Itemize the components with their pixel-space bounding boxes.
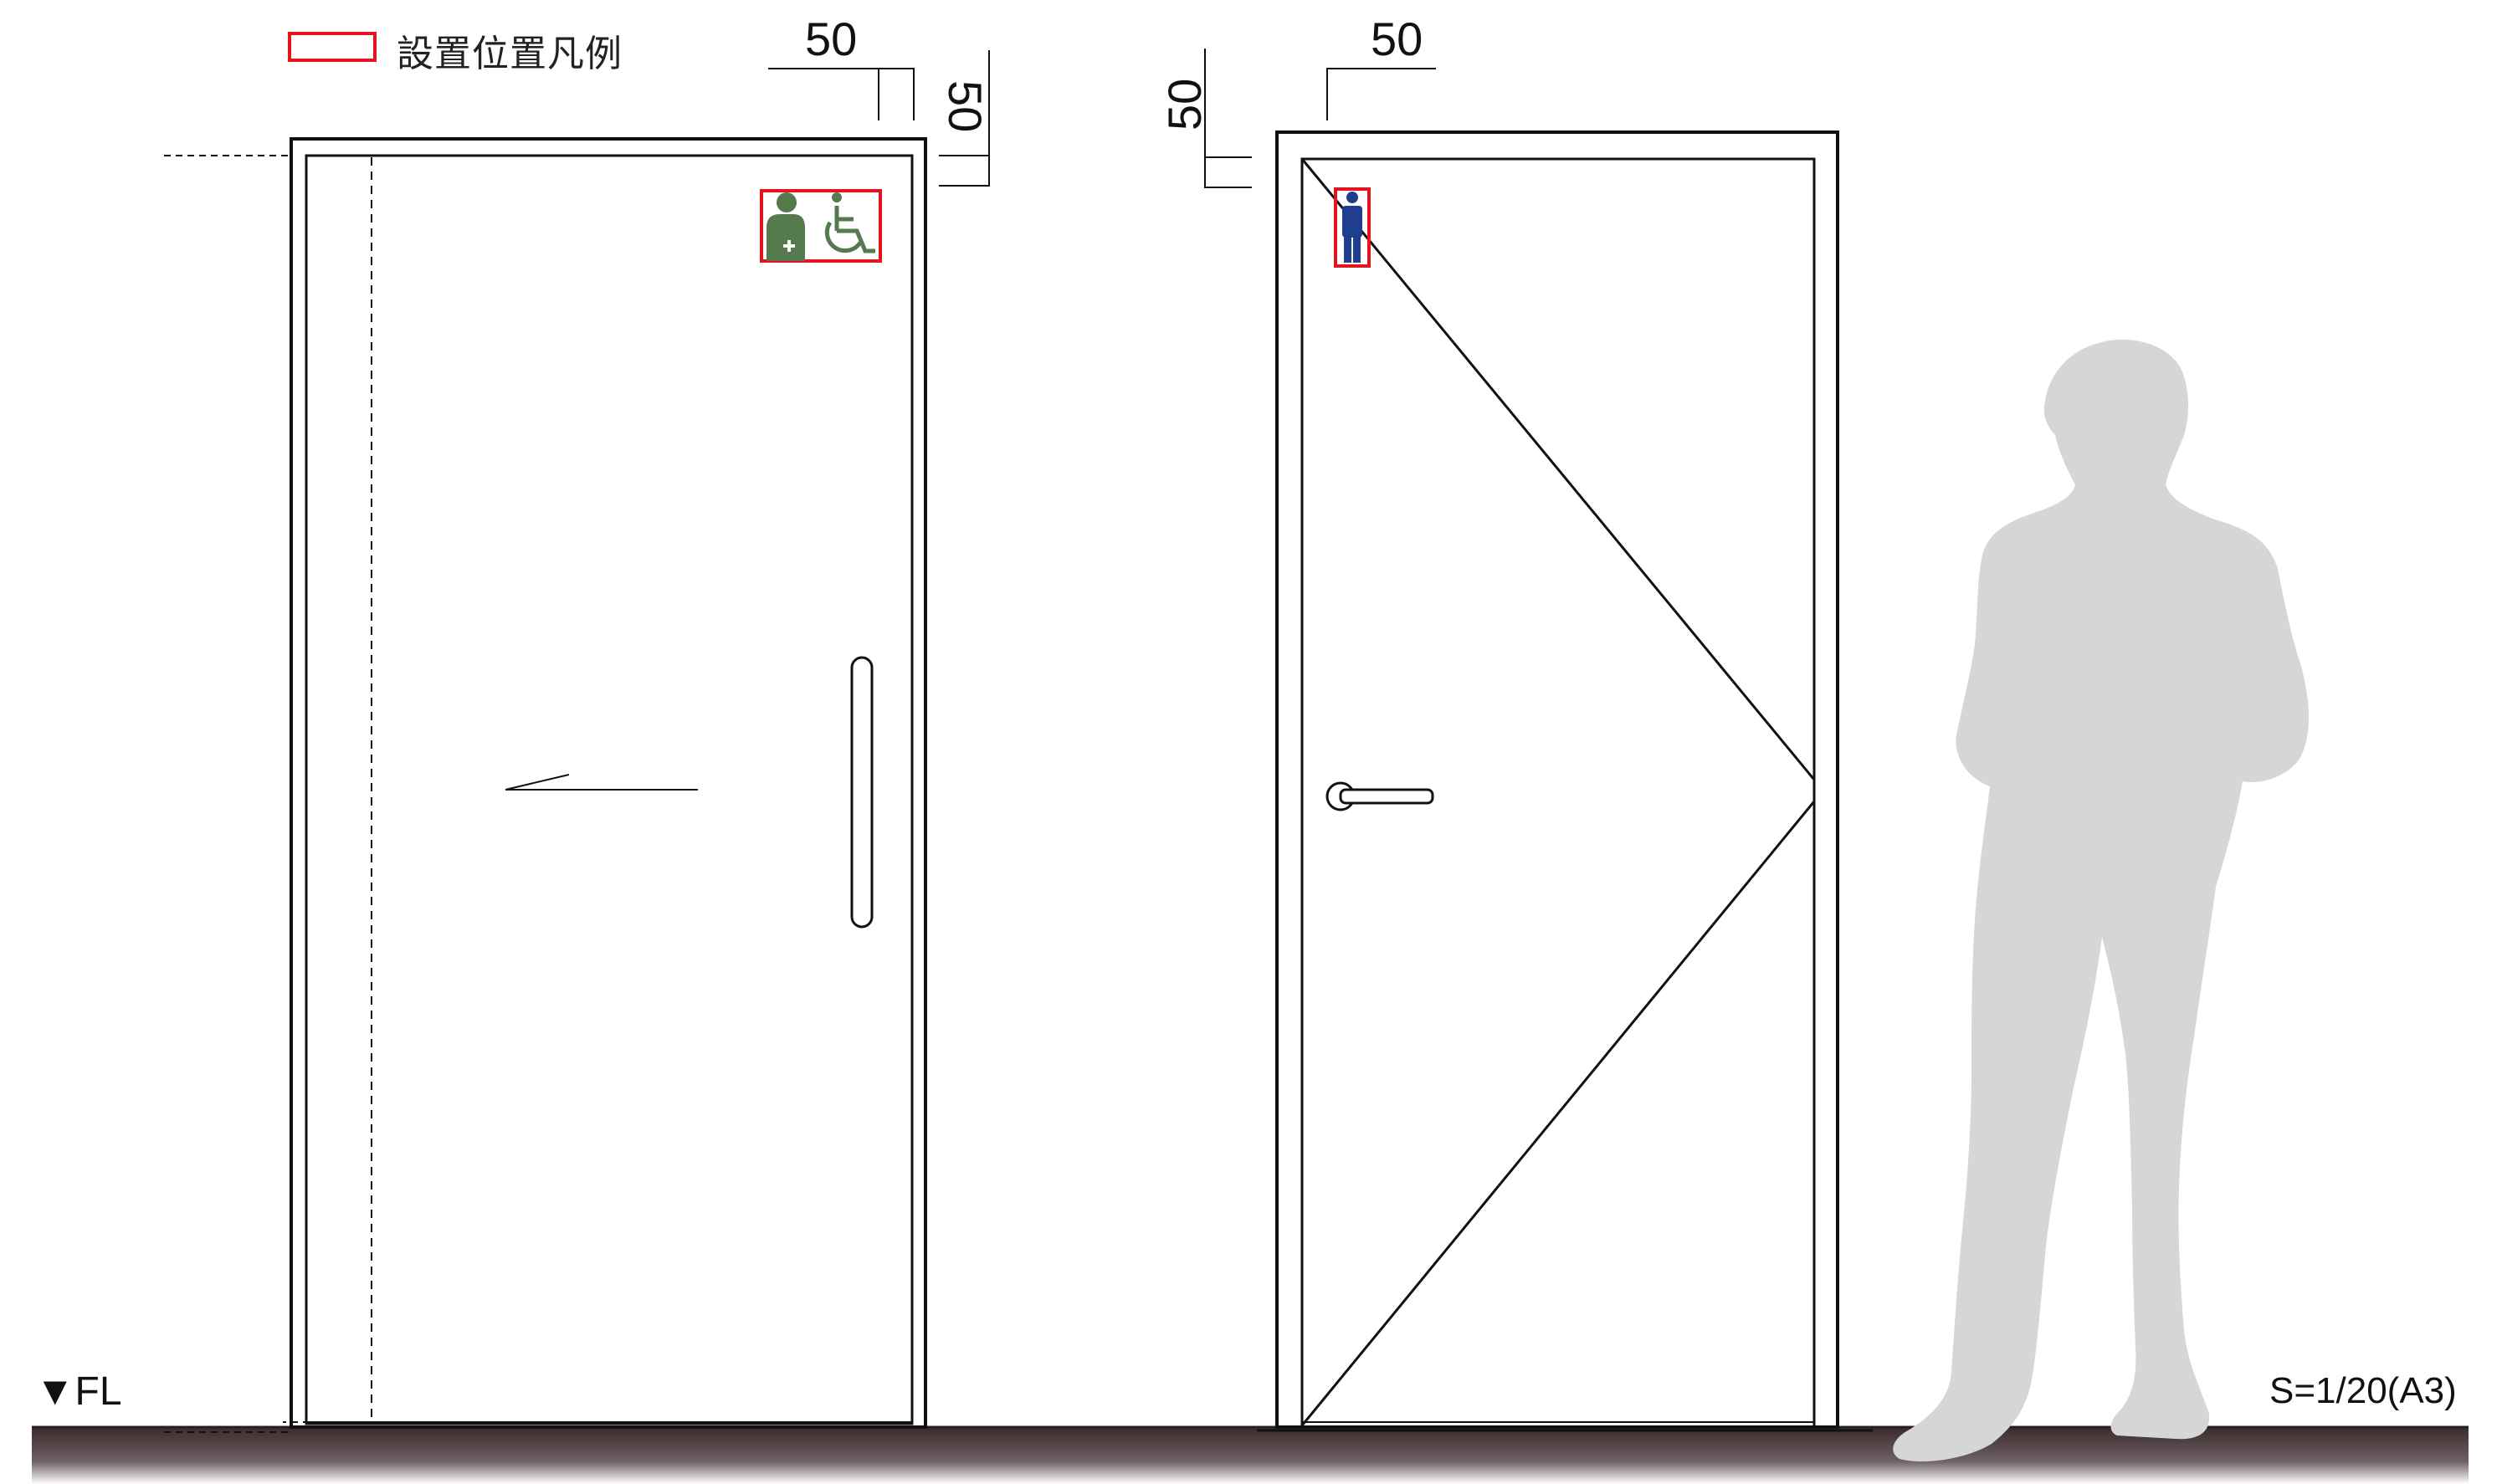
door2-lever-handle	[1325, 781, 1434, 811]
wheelchair-icon	[824, 192, 875, 253]
door2	[1257, 130, 1873, 1432]
door1-sign-outline	[760, 189, 882, 263]
door2-swing-lines	[1300, 158, 1816, 1426]
male-toilet-icon	[1342, 192, 1362, 263]
door1-leaf	[305, 154, 914, 1425]
door1-dimension-lines	[164, 50, 990, 187]
slide-direction-arrow	[505, 774, 698, 791]
floor-level-text: FL	[74, 1369, 122, 1414]
door1-handle	[850, 656, 874, 929]
door1-frame	[290, 137, 927, 1429]
door1-top-dimension: 50	[805, 13, 858, 65]
door2-top-dimension: 50	[1371, 13, 1423, 65]
scale-label: S=1/20(A3)	[2269, 1370, 2457, 1411]
floor-level-label: ▼FL	[35, 1369, 122, 1415]
legend-label: 設置位置凡例	[397, 33, 623, 75]
legend-swatch	[288, 32, 377, 62]
first-aid-person-icon	[766, 192, 805, 261]
door2-dimension-lines	[1204, 49, 1436, 188]
door1	[283, 137, 927, 1429]
door2-frame	[1275, 130, 1839, 1429]
floor-marker-icon: ▼	[35, 1369, 75, 1414]
door2-sign-outline	[1334, 187, 1371, 268]
floor-band	[32, 1427, 2469, 1484]
person-silhouette	[1893, 339, 2310, 1462]
door2-leaf	[1300, 157, 1816, 1429]
